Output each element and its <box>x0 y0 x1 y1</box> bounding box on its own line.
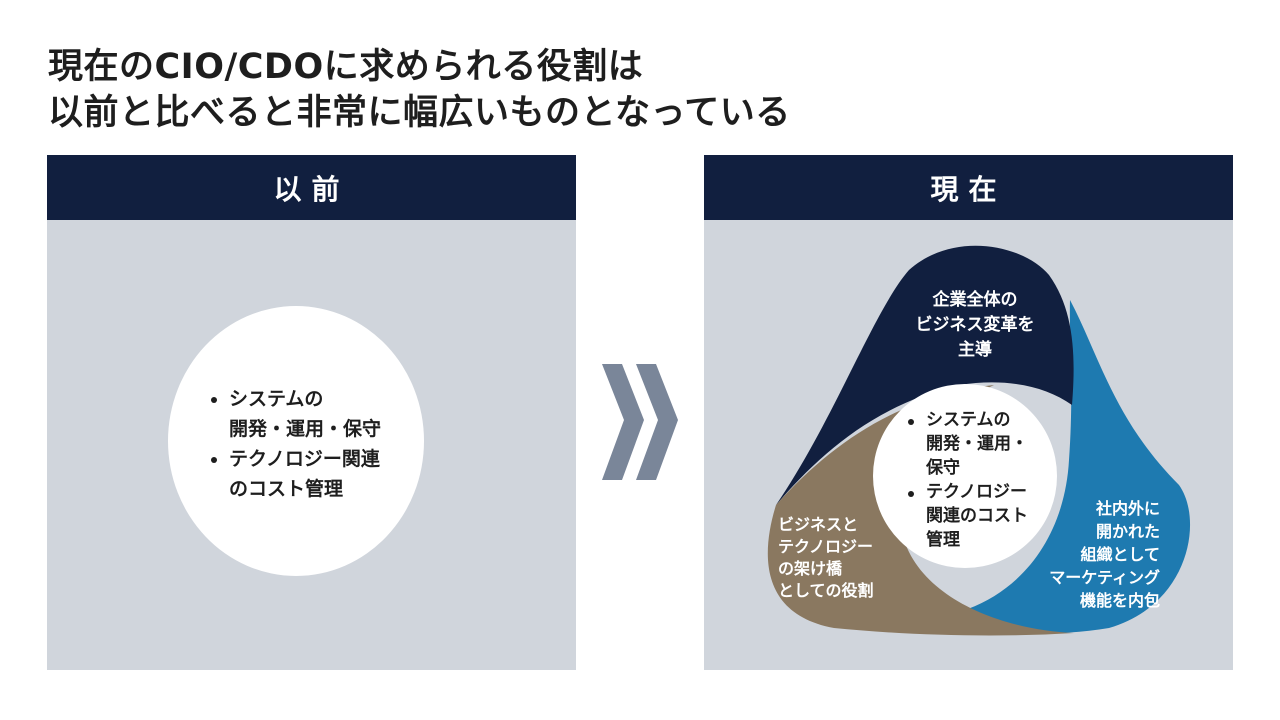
right-lobe-line-4: マーケティング <box>1049 568 1160 587</box>
before-bullet-2-line-1: テクノロジー関連 <box>229 448 380 470</box>
left-lobe-line-3: の架け橋 <box>778 559 843 578</box>
right-lobe-line-5: 機能を内包 <box>1079 591 1160 610</box>
left-lobe-line-1: ビジネスと <box>778 515 859 534</box>
role-triangle-diagram <box>767 245 1191 636</box>
center-bullet-1-line-1: システムの <box>926 410 1011 430</box>
before-circle <box>168 306 424 576</box>
page-title: 現在のCIO/CDOに求められる役割は 以前と比べると非常に幅広いものとなってい… <box>48 44 1248 136</box>
before-header: 以前 <box>47 155 576 220</box>
double-chevron-right-icon <box>602 364 678 480</box>
right-lobe-line-1: 社内外に <box>1095 499 1160 518</box>
right-lobe <box>904 300 1191 634</box>
before-panel: 以前 システムの 開発・運用・保守 テクノロジー関連 のコスト管理 <box>47 155 576 670</box>
center-bullet-2-line-2: 関連のコスト <box>926 506 1028 526</box>
before-bullet-2-line-2: のコスト管理 <box>229 478 344 500</box>
top-lobe-line-1: 企業全体の <box>932 290 1018 310</box>
right-lobe-line-2: 開かれた <box>1095 522 1160 541</box>
top-lobe <box>776 245 1074 506</box>
before-bullet-1: システムの 開発・運用・保守 <box>205 384 381 444</box>
before-bullet-2: テクノロジー関連 のコスト管理 <box>205 444 381 504</box>
right-lobe-line-3: 組織として <box>1080 545 1160 564</box>
before-bullet-list: システムの 開発・運用・保守 テクノロジー関連 のコスト管理 <box>205 384 381 504</box>
page-title-line-1: 現在のCIO/CDOに求められる役割は <box>48 47 644 87</box>
right-lobe-label: 社内外に 開かれた 組織として マーケティング 機能を内包 <box>1030 497 1160 612</box>
center-bullet-1-line-3: 保守 <box>926 458 960 478</box>
center-bullet-1-line-2: 開発・運用・ <box>926 434 1028 454</box>
left-lobe <box>767 385 1074 636</box>
left-lobe-label: ビジネスと テクノロジー の架け橋 としての役割 <box>778 514 874 602</box>
center-bullet-2: テクノロジー 関連のコスト 管理 <box>902 480 1028 552</box>
top-lobe-label: 企業全体の ビジネス変革を 主導 <box>910 288 1040 363</box>
before-bullet-1-line-1: システムの <box>229 388 324 410</box>
top-lobe-line-3: 主導 <box>958 340 992 360</box>
before-bullet-1-line-2: 開発・運用・保守 <box>229 418 382 440</box>
after-header: 現在 <box>704 155 1233 220</box>
center-bullet-1: システムの 開発・運用・ 保守 <box>902 408 1028 480</box>
center-bullet-list: システムの 開発・運用・ 保守 テクノロジー 関連のコスト 管理 <box>902 408 1028 552</box>
center-bullet-2-line-3: 管理 <box>926 530 960 550</box>
top-lobe-line-2: ビジネス変革を <box>915 315 1035 335</box>
left-lobe-line-4: としての役割 <box>778 581 874 600</box>
center-bullet-2-line-1: テクノロジー <box>926 482 1027 502</box>
center-circle <box>873 384 1057 568</box>
page-title-line-2: 以前と比べると非常に幅広いものとなっている <box>48 93 791 133</box>
left-lobe-line-2: テクノロジー <box>778 537 874 556</box>
